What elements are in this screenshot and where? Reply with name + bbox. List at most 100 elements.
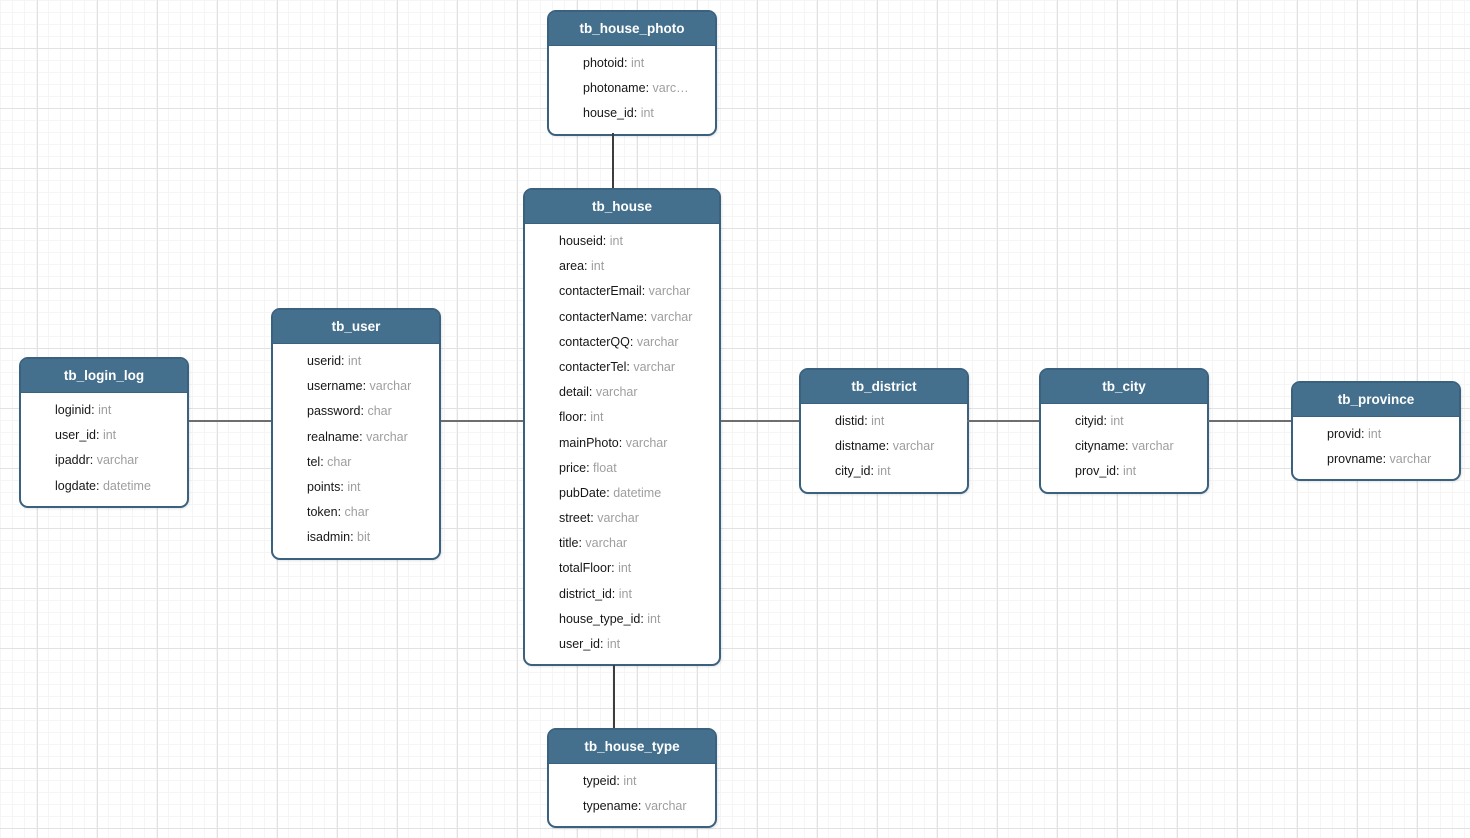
field-separator: : xyxy=(885,439,893,454)
table-title: tb_login_log xyxy=(63,368,145,383)
field-row-tb_house-contacterQQ[interactable]: contacterQQ: varchar xyxy=(559,330,713,355)
field-row-tb_login_log-logdate[interactable]: logdate: datetime xyxy=(55,474,181,499)
field-row-tb_house-totalFloor[interactable]: totalFloor: int xyxy=(559,556,713,581)
connector-edge-user-house[interactable] xyxy=(441,420,523,422)
field-row-tb_house-detail[interactable]: detail: varchar xyxy=(559,380,713,405)
field-row-tb_house-area[interactable]: area: int xyxy=(559,254,713,279)
field-row-tb_city-prov_id[interactable]: prov_id: int xyxy=(1075,459,1201,484)
connector-edge-house_photo-house[interactable] xyxy=(612,133,614,188)
field-row-tb_city-cityname[interactable]: cityname: varchar xyxy=(1075,434,1201,459)
field-separator: : xyxy=(588,385,596,400)
field-type: datetime xyxy=(613,485,662,500)
field-row-tb_house-contacterTel[interactable]: contacterTel: varchar xyxy=(559,355,713,380)
field-row-tb_house-contacterEmail[interactable]: contacterEmail: varchar xyxy=(559,279,713,304)
field-row-tb_user-username[interactable]: username: varchar xyxy=(307,374,433,399)
field-separator: : xyxy=(633,106,641,121)
field-row-tb_login_log-loginid[interactable]: loginid: int xyxy=(55,398,181,423)
field-row-tb_district-city_id[interactable]: city_id: int xyxy=(835,459,961,484)
field-type: varc… xyxy=(652,81,689,96)
table-header[interactable]: tb_city xyxy=(1041,370,1207,404)
field-row-tb_login_log-user_id[interactable]: user_id: int xyxy=(55,423,181,448)
field-type: int xyxy=(590,410,604,425)
connector-edge-house-house_type[interactable] xyxy=(613,665,615,728)
connector-edge-login_log-user[interactable] xyxy=(189,420,271,422)
field-row-tb_house-pubDate[interactable]: pubDate: datetime xyxy=(559,481,713,506)
field-name: title xyxy=(559,536,579,551)
field-row-tb_user-userid[interactable]: userid: int xyxy=(307,349,433,374)
table-header[interactable]: tb_house_photo xyxy=(549,12,715,46)
field-name: cityid xyxy=(1075,414,1104,428)
field-type: int xyxy=(590,259,605,274)
field-name: totalFloor xyxy=(559,561,612,576)
field-row-tb_district-distid[interactable]: distid: int xyxy=(835,409,961,434)
field-row-tb_house_type-typeid[interactable]: typeid: int xyxy=(583,769,709,794)
table-header[interactable]: tb_province xyxy=(1293,383,1459,417)
table-header[interactable]: tb_login_log xyxy=(21,359,187,393)
field-type: int xyxy=(1368,427,1382,441)
field-row-tb_house_photo-house_id[interactable]: house_id: int xyxy=(583,101,709,126)
field-row-tb_house-contacterName[interactable]: contacterName: varchar xyxy=(559,305,713,330)
table-header[interactable]: tb_district xyxy=(801,370,967,404)
field-separator: : xyxy=(606,485,614,500)
field-row-tb_house-house_type_id[interactable]: house_type_id: int xyxy=(559,607,713,632)
field-row-tb_user-points[interactable]: points: int xyxy=(307,475,433,500)
field-type: int xyxy=(102,428,117,443)
field-row-tb_province-provid[interactable]: provid: int xyxy=(1327,422,1453,447)
field-separator: : xyxy=(1361,427,1368,441)
field-row-tb_district-distname[interactable]: distname: varchar xyxy=(835,434,961,459)
table-header[interactable]: tb_user xyxy=(273,310,439,344)
field-row-tb_house-floor[interactable]: floor: int xyxy=(559,405,713,430)
field-type: int xyxy=(1110,414,1124,428)
table-header[interactable]: tb_house_type xyxy=(549,730,715,764)
field-row-tb_house_type-typename[interactable]: typename: varchar xyxy=(583,794,709,819)
field-separator: : xyxy=(350,530,358,545)
field-row-tb_house-price[interactable]: price: float xyxy=(559,456,713,481)
field-row-tb_user-password[interactable]: password: char xyxy=(307,399,433,424)
field-name: contacterName xyxy=(559,309,644,324)
field-row-tb_user-isadmin[interactable]: isadmin: bit xyxy=(307,525,433,550)
field-name: provname xyxy=(1327,452,1383,467)
field-separator: : xyxy=(611,586,619,601)
field-row-tb_house-user_id[interactable]: user_id: int xyxy=(559,632,713,657)
connector-edge-city-province[interactable] xyxy=(1208,420,1291,422)
field-separator: : xyxy=(640,611,648,626)
field-separator: : xyxy=(341,354,348,368)
field-row-tb_house-houseid[interactable]: houseid: int xyxy=(559,229,713,254)
field-name: houseid xyxy=(559,234,603,248)
connector-edge-district-city[interactable] xyxy=(967,420,1039,422)
field-name: contacterEmail xyxy=(559,284,642,299)
field-row-tb_house_photo-photoid[interactable]: photoid: int xyxy=(583,51,709,76)
field-name: password xyxy=(307,404,361,419)
field-row-tb_user-realname[interactable]: realname: varchar xyxy=(307,425,433,450)
field-row-tb_house-title[interactable]: title: varchar xyxy=(559,531,713,556)
field-row-tb_house-mainPhoto[interactable]: mainPhoto: varchar xyxy=(559,431,713,456)
field-row-tb_login_log-ipaddr[interactable]: ipaddr: varchar xyxy=(55,448,181,473)
field-row-tb_province-provname[interactable]: provname: varchar xyxy=(1327,447,1453,472)
field-type: int xyxy=(647,611,661,626)
field-name: user_id xyxy=(55,428,96,443)
table-header[interactable]: tb_house xyxy=(525,190,719,224)
field-row-tb_house-street[interactable]: street: varchar xyxy=(559,506,713,531)
field-name: userid xyxy=(307,354,342,368)
field-row-tb_user-token[interactable]: token: char xyxy=(307,500,433,525)
field-name: detail xyxy=(559,385,589,400)
field-row-tb_house_photo-photoname[interactable]: photoname: varc… xyxy=(583,76,709,101)
connector-edge-house-district[interactable] xyxy=(721,420,799,422)
field-row-tb_house-district_id[interactable]: district_id: int xyxy=(559,582,713,607)
field-row-tb_city-cityid[interactable]: cityid: int xyxy=(1075,409,1201,434)
field-row-tb_user-tel[interactable]: tel: char xyxy=(307,450,433,475)
field-type: varchar xyxy=(595,385,638,400)
field-type: varchar xyxy=(369,379,412,394)
